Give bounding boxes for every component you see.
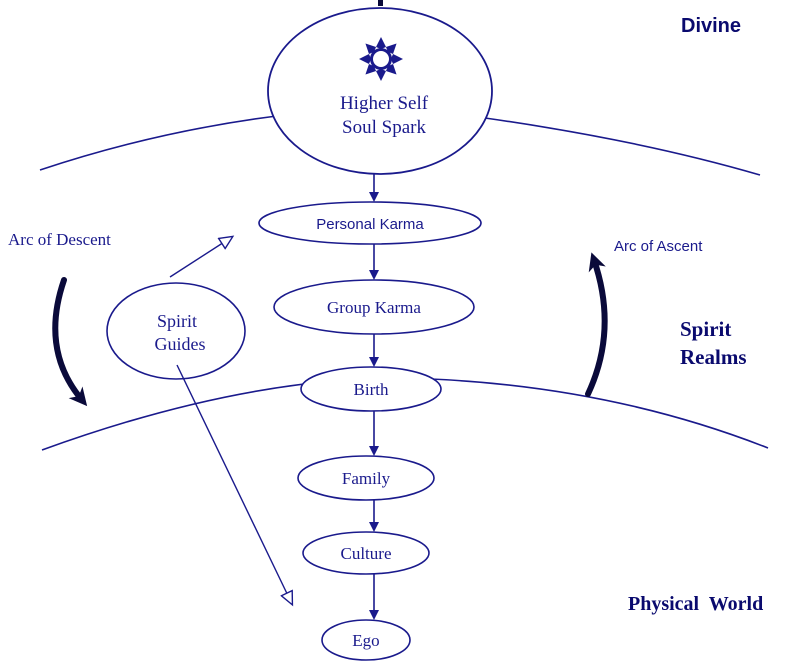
arc-of-descent-label: Arc of Descent xyxy=(8,230,111,249)
higher-self-node xyxy=(267,7,493,175)
spirit-guides-label-line2: Guides xyxy=(155,334,206,354)
personal-karma-label: Personal Karma xyxy=(316,216,424,233)
divine-region-label: Divine xyxy=(681,15,741,37)
arc-of-descent-arrow xyxy=(52,277,88,407)
group-karma-label: Group Karma xyxy=(327,298,421,317)
arrow-guides-to-personal-karma xyxy=(169,237,232,278)
personal-karma-node xyxy=(258,201,482,245)
physical-world-label: Physical World xyxy=(628,593,763,615)
spirit-realms-label-line1: Spirit xyxy=(680,317,731,341)
ego-node xyxy=(321,619,411,661)
arrow-guides-to-ego xyxy=(176,364,292,604)
divine-boundary-right xyxy=(484,117,761,176)
sun-icon xyxy=(359,37,403,81)
soul-spark-label: Soul Spark xyxy=(342,117,426,138)
arc-of-ascent-label: Arc of Ascent xyxy=(614,238,703,255)
family-node xyxy=(297,455,435,501)
birth-label: Birth xyxy=(354,380,389,399)
ego-label: Ego xyxy=(352,631,379,650)
higher-self-label: Higher Self xyxy=(340,93,429,114)
family-label: Family xyxy=(342,469,391,488)
spirit-guides-node xyxy=(106,282,246,380)
top-cutoff-mark xyxy=(378,0,383,6)
spirit-realms-label-line2: Realms xyxy=(680,345,747,369)
birth-node xyxy=(300,366,442,412)
culture-label: Culture xyxy=(341,544,392,563)
culture-node xyxy=(302,531,430,575)
divine-boundary-left xyxy=(39,114,286,171)
spirit-guides-label-line1: Spirit xyxy=(157,311,197,331)
arc-of-ascent-arrow xyxy=(585,252,608,397)
